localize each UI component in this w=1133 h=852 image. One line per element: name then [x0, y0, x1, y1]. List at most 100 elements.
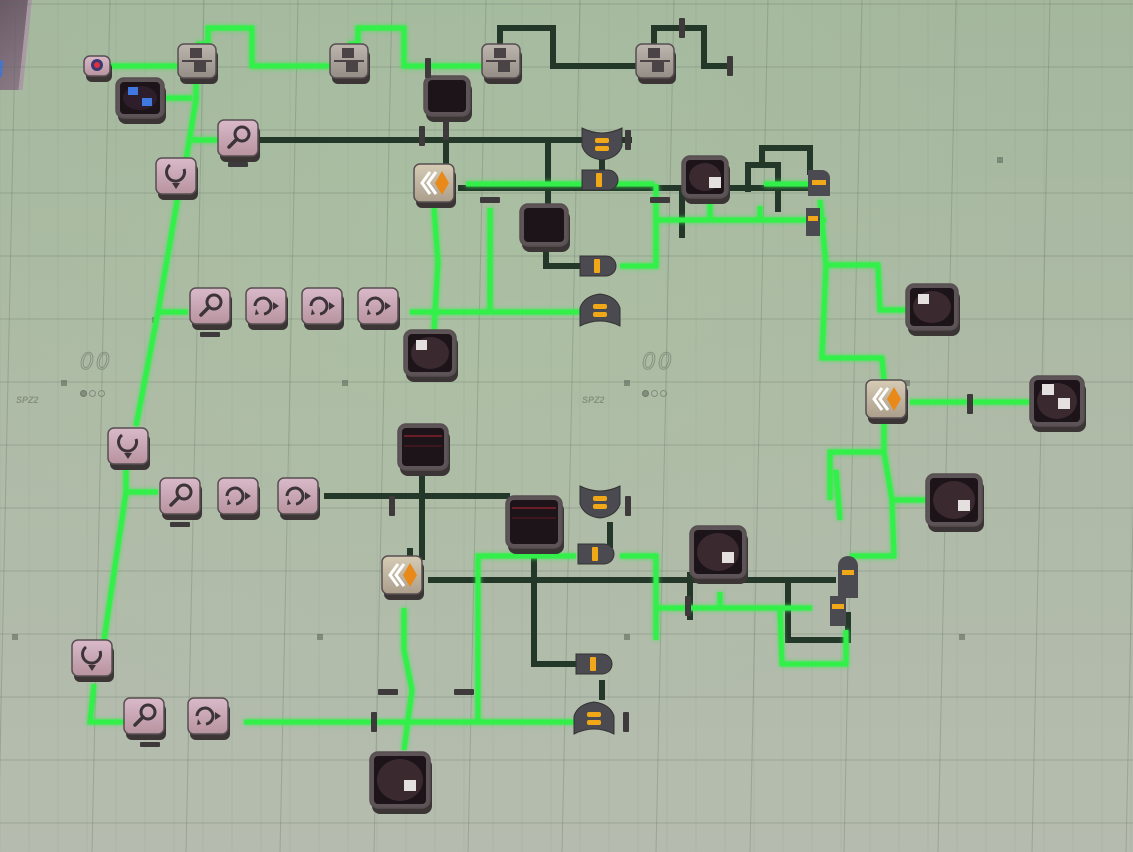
display-node[interactable] — [423, 75, 472, 122]
rotate-node[interactable] — [245, 287, 288, 330]
node-body — [71, 639, 113, 677]
wire-clip[interactable] — [625, 130, 631, 150]
wire-clip[interactable] — [679, 18, 685, 38]
grid-anchor — [959, 634, 965, 640]
display-node[interactable] — [397, 423, 450, 476]
display-node[interactable] — [115, 77, 166, 124]
and-gate[interactable] — [577, 543, 615, 565]
gate-body — [581, 127, 623, 161]
splitter-node[interactable] — [481, 43, 522, 84]
marker-label: SPZ2 — [582, 395, 605, 405]
down-arrow-icon — [124, 453, 132, 459]
dot — [98, 390, 105, 397]
grid-line — [843, 0, 863, 852]
wire-clip[interactable] — [625, 496, 631, 516]
rotate-node[interactable] — [357, 287, 400, 330]
blue-square-icon — [128, 87, 138, 95]
wire-clip[interactable] — [623, 712, 629, 732]
or-gate[interactable] — [581, 127, 623, 161]
orange-diamond-icon — [887, 387, 901, 411]
merge-node[interactable] — [381, 555, 424, 600]
active-wire — [620, 553, 812, 611]
display-node[interactable] — [369, 751, 432, 814]
arrow-tip — [227, 499, 231, 505]
sector-marker: 00 SPZ2 — [582, 350, 674, 406]
and-gate[interactable] — [838, 556, 858, 598]
search-icon-handle — [133, 715, 145, 727]
splitter-node[interactable] — [177, 43, 218, 84]
display-node[interactable] — [505, 495, 564, 554]
display-screen — [402, 428, 444, 466]
wire-clip[interactable] — [389, 496, 395, 516]
merge-node[interactable] — [865, 379, 908, 424]
rotate-node[interactable] — [301, 287, 344, 330]
rotate-node[interactable] — [277, 477, 320, 520]
splitter-node[interactable] — [329, 43, 370, 84]
play-arrow-icon — [305, 492, 311, 500]
splitter-port — [498, 62, 510, 72]
wire-clip[interactable] — [425, 58, 431, 78]
grid-anchor — [904, 380, 910, 386]
rotate-down-node[interactable] — [155, 157, 198, 200]
display-node[interactable] — [403, 329, 458, 382]
search-node[interactable] — [189, 287, 232, 330]
display-node[interactable] — [905, 283, 960, 336]
dot — [80, 390, 87, 397]
display-disc — [377, 759, 423, 801]
search-icon — [175, 483, 193, 501]
chevron-left-icon — [878, 387, 890, 411]
wire-clip[interactable] — [371, 712, 377, 732]
display-node[interactable] — [681, 155, 730, 204]
splitter-port — [346, 62, 358, 72]
display-node[interactable] — [519, 203, 570, 252]
node-body — [301, 287, 343, 325]
rotate-node[interactable] — [187, 697, 230, 740]
play-arrow-icon — [329, 302, 335, 310]
display-node[interactable] — [1029, 375, 1086, 432]
gate-indicator — [587, 720, 601, 725]
search-node[interactable] — [123, 697, 166, 740]
search-node[interactable] — [217, 119, 260, 162]
and-gate[interactable] — [575, 653, 613, 675]
splitter-node[interactable] — [635, 43, 676, 84]
and-gate[interactable] — [830, 596, 846, 626]
display-node[interactable] — [925, 473, 984, 532]
rotate-node[interactable] — [217, 477, 260, 520]
grid-line — [91, 0, 111, 852]
and-gate[interactable] — [579, 255, 617, 277]
wire-clip[interactable] — [685, 596, 691, 616]
white-square-icon — [722, 552, 734, 563]
marker-number: 00 — [642, 350, 674, 376]
marker-label: SPZ2 — [16, 395, 39, 405]
gate-indicator — [842, 570, 854, 575]
node-body — [245, 287, 287, 325]
wire-clip[interactable] — [967, 394, 973, 414]
inactive-wire — [745, 162, 781, 212]
rotate-down-node[interactable] — [71, 639, 114, 682]
and-gate[interactable] — [581, 169, 619, 191]
wire-clip[interactable] — [419, 126, 425, 146]
wire-clip[interactable] — [650, 197, 670, 203]
wire-clip[interactable] — [443, 120, 449, 140]
gate-indicator — [590, 657, 596, 671]
search-node[interactable] — [159, 477, 202, 520]
merge-node[interactable] — [413, 163, 456, 208]
and-gate[interactable] — [806, 208, 820, 236]
source-emitter[interactable] — [83, 55, 112, 82]
grid-line — [749, 0, 769, 852]
wire-clip[interactable] — [727, 56, 733, 76]
and-gate[interactable] — [808, 170, 830, 196]
or-gate[interactable] — [579, 485, 621, 519]
or-gate[interactable] — [573, 701, 615, 735]
wire-clip[interactable] — [480, 197, 500, 203]
rotate-down-icon — [117, 433, 139, 453]
play-arrow-icon — [273, 302, 279, 310]
gate-body — [838, 556, 858, 598]
wire-clip[interactable] — [378, 689, 398, 695]
gate-indicator — [587, 712, 601, 717]
display-node[interactable] — [689, 525, 748, 584]
wire-clip[interactable] — [454, 689, 474, 695]
rotate-down-node[interactable] — [107, 427, 150, 470]
grid-anchor — [317, 634, 323, 640]
or-gate[interactable] — [579, 293, 621, 327]
